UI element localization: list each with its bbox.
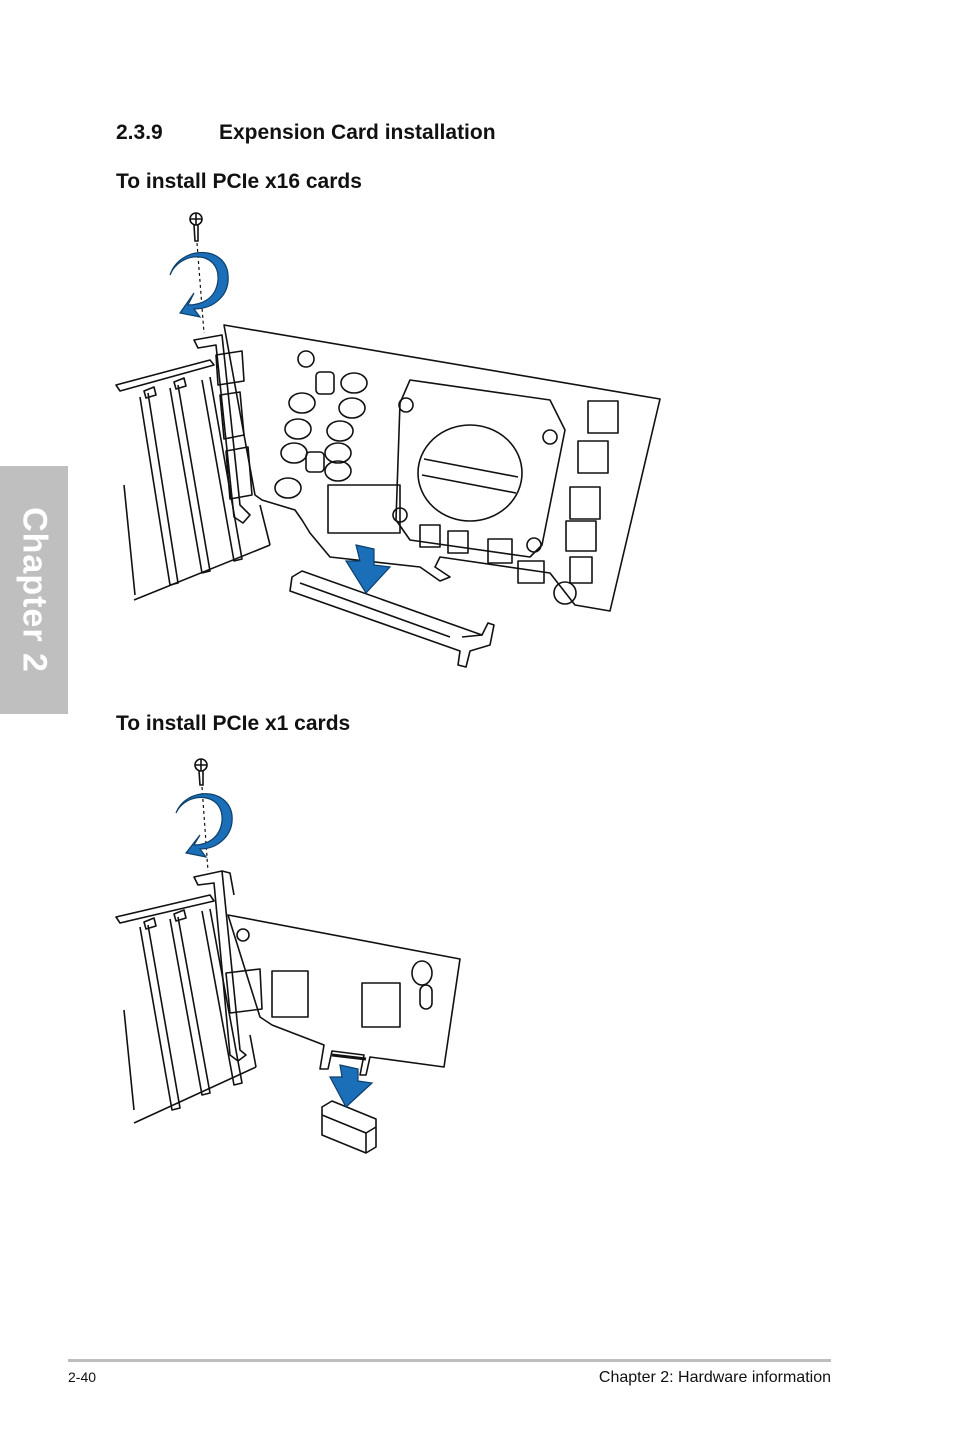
pcie-x1-slot <box>321 1100 377 1154</box>
chapter-tab: Chapter 2 <box>0 466 68 714</box>
pcie-x1-install-illustration <box>115 758 461 1154</box>
rotate-arrow-icon <box>169 252 229 318</box>
screw-icon <box>194 758 209 872</box>
card-bracket <box>193 870 263 1062</box>
footer-chapter-title: Chapter 2: Hardware information <box>598 1369 831 1386</box>
footer-divider <box>68 1359 831 1362</box>
subheading-pcie-x1: To install PCIe x1 cards <box>116 712 351 735</box>
chapter-tab-label: Chapter 2 <box>15 507 54 673</box>
pcie-x16-slot <box>289 570 495 668</box>
pcie-x16-install-illustration <box>115 212 661 668</box>
chassis-slots <box>115 894 257 1124</box>
section-number: 2.3.9 <box>116 121 163 144</box>
section-title: Expension Card installation <box>219 121 496 144</box>
rotate-arrow-icon <box>175 793 233 858</box>
network-card <box>227 914 461 1076</box>
page-number: 2-40 <box>68 1369 97 1385</box>
down-arrow-icon <box>329 1064 374 1108</box>
subheading-pcie-x16: To install PCIe x16 cards <box>116 170 362 193</box>
graphics-card <box>223 324 661 612</box>
chassis-slots <box>115 359 271 601</box>
screw-icon <box>189 212 205 334</box>
section-heading: 2.3.9 Expension Card installation <box>116 121 496 145</box>
down-arrow-icon <box>344 544 392 594</box>
